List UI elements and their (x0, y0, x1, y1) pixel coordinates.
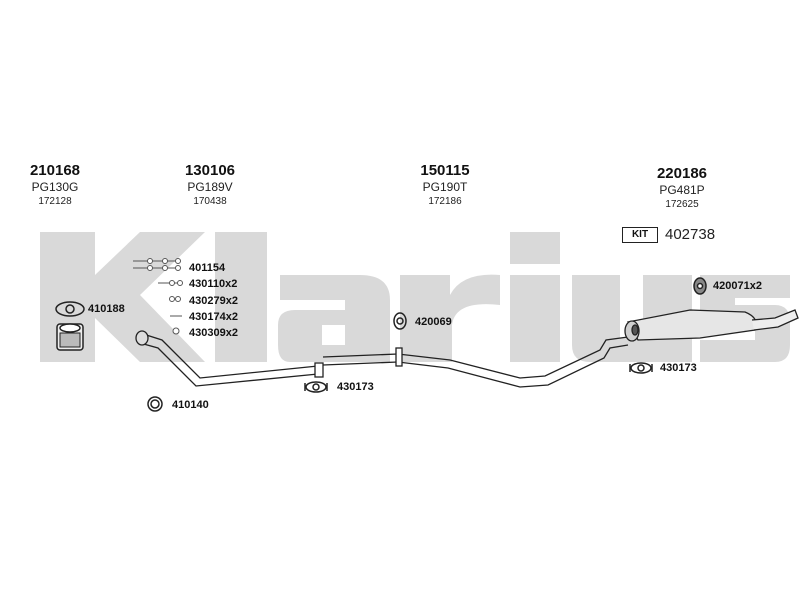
label-430110x2: 430110x2 (189, 278, 238, 290)
ring-icon-410140 (147, 396, 163, 412)
clamp-icon-420069 (393, 312, 407, 330)
label-420071x2: 420071x2 (713, 280, 762, 292)
kit-number: 402738 (665, 226, 716, 243)
nut-icon-430279 (169, 296, 181, 302)
part-number-210168: 210168 (29, 162, 81, 179)
sub-code-172625: 172625 (665, 199, 699, 210)
part-number-150115: 150115 (420, 162, 470, 179)
washer-icon-430309 (172, 327, 180, 335)
kit-badge: KIT (622, 227, 658, 243)
gasket-icon-410188 (55, 301, 85, 317)
label-420069: 420069 (415, 316, 452, 328)
center-pipe-150115 (322, 336, 629, 388)
rubber-mount-icon-420071 (693, 277, 707, 295)
bolt-icon-401154 (133, 258, 181, 271)
part-number-220186: 220186 (656, 165, 708, 182)
section-220186: 220186 PG481P 172625 (642, 165, 722, 212)
bolt-icon-430110 (158, 280, 183, 286)
ref-code-pg481p: PG481P (659, 183, 705, 197)
label-430173-b: 430173 (660, 362, 697, 374)
ref-code-pg130g: PG130G (31, 180, 79, 194)
section-150115: 150115 PG190T 172186 (405, 162, 485, 209)
sub-code-172128: 172128 (38, 196, 72, 207)
label-401154: 401154 (189, 262, 226, 274)
rear-silencer-220186 (624, 309, 799, 342)
sub-code-172186: 172186 (428, 196, 462, 207)
sub-code-170438: 170438 (193, 196, 227, 207)
flange-icon-210168 (56, 323, 84, 351)
label-430174x2: 430174x2 (189, 311, 238, 323)
section-130106: 130106 PG189V 170438 (170, 162, 250, 209)
gasket-icon-430173-a (304, 381, 328, 393)
ref-code-pg189v: PG189V (187, 180, 233, 194)
label-410188: 410188 (88, 303, 125, 315)
label-430173-a: 430173 (337, 381, 374, 393)
ref-code-pg190t: PG190T (422, 180, 468, 194)
part-number-130106: 130106 (184, 162, 236, 179)
label-430309x2: 430309x2 (189, 327, 238, 339)
gasket-icon-430173-b (629, 362, 653, 374)
section-210168: 210168 PG130G 172128 (20, 162, 90, 209)
label-410140: 410140 (172, 399, 209, 411)
label-430279x2: 430279x2 (189, 295, 238, 307)
front-pipe-130106 (135, 330, 324, 387)
